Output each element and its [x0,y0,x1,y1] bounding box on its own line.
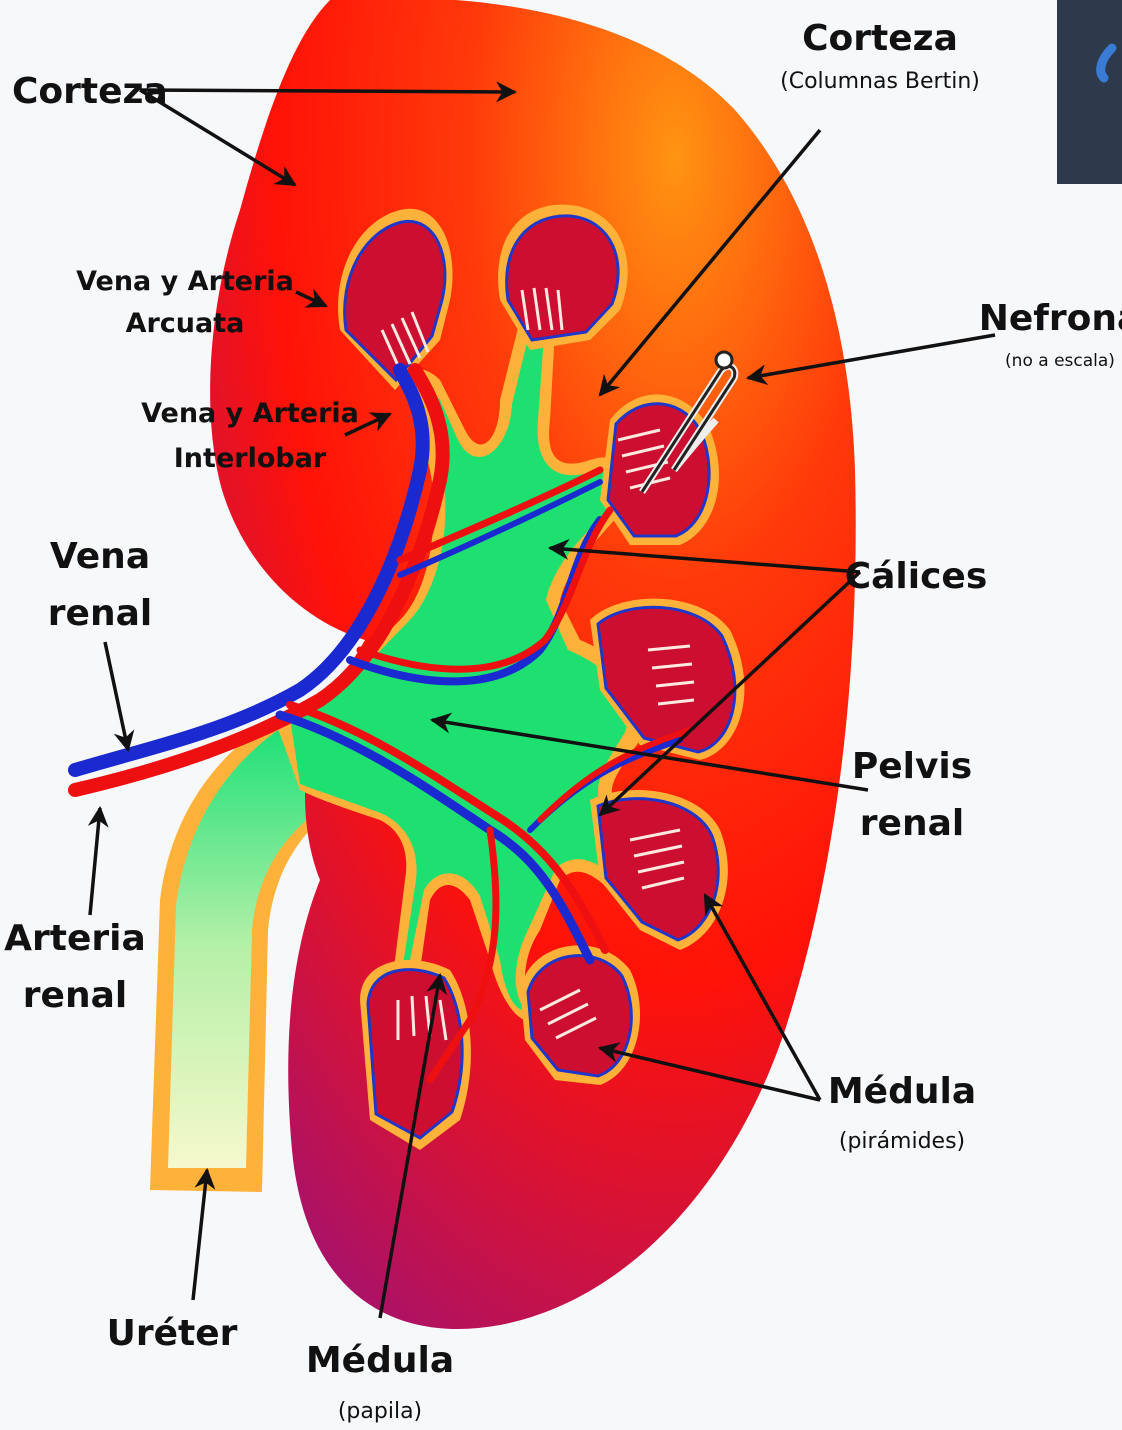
corner-badge [1057,0,1122,184]
label-medula-piramides: Médula [828,1071,976,1112]
label-corteza-bertin: Corteza [802,18,958,59]
label-arteria-1: Arteria [4,918,146,959]
label-medula-papila: Médula [306,1340,454,1381]
label-papila: (papila) [338,1399,422,1424]
label-interlobar-2: Interlobar [174,443,327,474]
label-arteria-2: renal [23,975,127,1016]
label-ureter: Uréter [107,1313,238,1354]
label-nefrona-sub: (no a escala) [1005,351,1115,371]
label-vena-2: renal [48,593,152,634]
label-nefrona: Nefrona [979,298,1122,339]
label-corteza: Corteza [12,71,168,112]
label-pelvis-2: renal [860,803,964,844]
label-interlobar-1: Vena y Arteria [141,398,359,429]
label-columnas-bertin: (Columnas Bertin) [780,69,980,94]
label-calices: Cálices [845,556,988,597]
label-arcuata-1: Vena y Arteria [76,266,294,297]
label-arcuata-2: Arcuata [126,308,245,339]
label-vena-1: Vena [50,536,150,577]
label-piramides: (pirámides) [839,1129,965,1154]
label-pelvis-1: Pelvis [852,746,972,787]
